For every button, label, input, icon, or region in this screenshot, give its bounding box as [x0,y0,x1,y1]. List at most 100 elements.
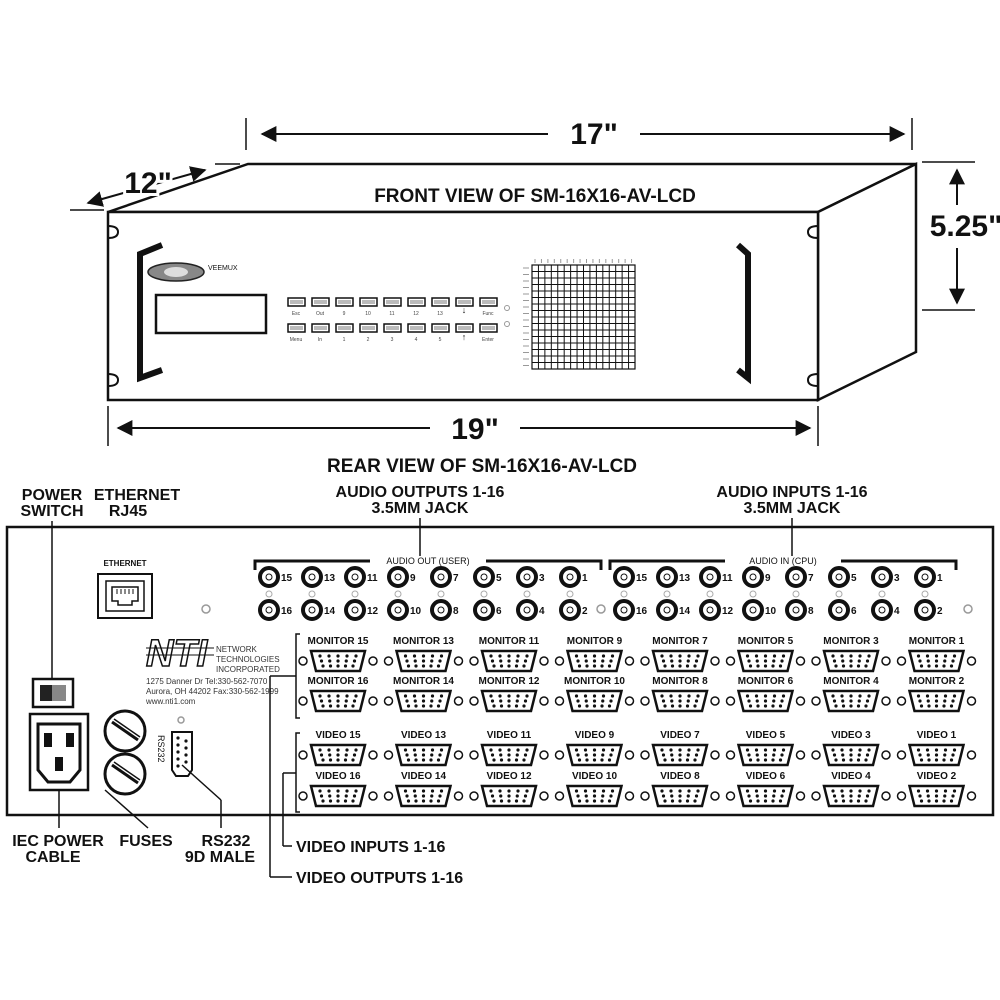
vga-connector[interactable] [640,743,720,767]
audio-jack-port[interactable]: 7 [430,566,459,588]
vga-connector[interactable] [811,743,891,767]
audio-jack-port[interactable]: 13 [656,566,691,588]
front-panel-button[interactable]: 11 [383,297,402,317]
vga-connector[interactable] [725,743,806,767]
port-label: MONITOR 16 [308,676,369,687]
audio-jack-number: 12 [722,606,734,617]
front-panel-button[interactable]: ↓ [455,297,474,315]
front-panel-button[interactable]: 5 [431,323,450,343]
vga-connector[interactable] [725,649,806,673]
audio-jack-port[interactable]: 15 [613,566,648,588]
audio-jack-port[interactable]: 4 [516,599,545,621]
audio-jack-port[interactable]: 16 [258,599,293,621]
audio-jack-port[interactable]: 6 [828,599,857,621]
port-label: MONITOR 8 [652,676,708,687]
front-panel-button[interactable]: 10 [359,297,378,317]
audio-jack-number: 14 [679,606,691,617]
audio-jack-port[interactable]: 1 [559,566,588,588]
audio-jack-port[interactable]: 8 [430,599,459,621]
vga-connector[interactable] [896,743,977,767]
front-panel-button[interactable]: Enter [479,323,498,343]
iec-power-inlet[interactable] [28,712,90,792]
vga-connector[interactable] [811,649,891,673]
power-switch[interactable] [31,677,75,709]
front-panel-button[interactable]: Out [311,297,330,317]
vga-connector[interactable] [811,689,891,713]
button-label: 12 [413,311,419,317]
vga-connector[interactable] [554,743,635,767]
port-label: MONITOR 15 [308,636,369,647]
audio-jack-port[interactable]: 5 [828,566,857,588]
audio-jack-port[interactable]: 6 [473,599,502,621]
vga-connector[interactable] [554,784,635,808]
vga-connector[interactable] [554,649,635,673]
vga-connector[interactable] [383,743,464,767]
ethernet-port[interactable] [97,573,153,619]
vga-connector[interactable] [640,784,720,808]
rs232-port[interactable] [171,731,193,777]
audio-jack-port[interactable]: 5 [473,566,502,588]
audio-jack-port[interactable]: 14 [301,599,336,621]
vga-connector[interactable] [811,784,891,808]
front-panel-button[interactable]: 2 [359,323,378,343]
vga-connector[interactable] [896,689,977,713]
audio-jack-port[interactable]: 2 [559,599,588,621]
audio-jack-port[interactable]: 14 [656,599,691,621]
port-label: VIDEO 16 [315,771,360,782]
vga-connector[interactable] [298,743,378,767]
vga-connector[interactable] [896,784,977,808]
audio-jack-port[interactable]: 16 [613,599,648,621]
audio-jack-port[interactable]: 10 [387,599,422,621]
audio-jack-port[interactable]: 15 [258,566,293,588]
width-dimension: 17" [570,118,618,151]
fuse-holder-2[interactable] [103,752,147,796]
audio-jack-port[interactable]: 4 [871,599,900,621]
audio-jack-port[interactable]: 12 [699,599,734,621]
audio-jack-port[interactable]: 8 [785,599,814,621]
vga-connector[interactable] [383,784,464,808]
front-panel-button[interactable]: 9 [335,297,354,317]
front-panel-button[interactable]: 1 [335,323,354,343]
vga-connector[interactable] [896,649,977,673]
vga-connector[interactable] [725,784,806,808]
audio-jack-port[interactable]: 2 [914,599,943,621]
fuse-holder-1[interactable] [103,709,147,753]
audio-jack-port[interactable]: 3 [516,566,545,588]
audio-jack-port[interactable]: 3 [871,566,900,588]
audio-jack-port[interactable]: 9 [742,566,771,588]
audio-jack-port[interactable]: 7 [785,566,814,588]
front-panel-button[interactable]: 13 [431,297,450,317]
audio-jack-port[interactable]: 11 [344,566,378,588]
front-panel-button[interactable]: In [311,323,330,343]
vga-connector[interactable] [640,649,720,673]
audio-jack-number: 8 [453,606,459,617]
audio-jack-port[interactable]: 13 [301,566,336,588]
audio-jack-port[interactable]: 10 [742,599,777,621]
audio-jack-port[interactable]: 11 [699,566,733,588]
audio-jack-port[interactable]: 12 [344,599,379,621]
vga-connector[interactable] [469,689,549,713]
vga-connector[interactable] [469,784,549,808]
vga-connector[interactable] [469,649,549,673]
audio-jack-number: 13 [324,573,336,584]
vga-connector[interactable] [383,689,464,713]
audio-jack-port[interactable]: 1 [914,566,943,588]
front-panel-button[interactable]: 12 [407,297,426,317]
front-panel-button[interactable]: 3 [383,323,402,343]
vga-connector[interactable] [725,689,806,713]
port-label: MONITOR 5 [738,636,794,647]
front-panel-button[interactable]: ↑ [455,323,474,342]
front-panel-button[interactable]: Menu [287,323,306,343]
vga-connector[interactable] [640,689,720,713]
vga-connector[interactable] [383,649,464,673]
vga-connector[interactable] [298,689,378,713]
vga-connector[interactable] [298,649,378,673]
front-panel-button[interactable]: 4 [407,323,426,343]
vga-connector[interactable] [469,743,549,767]
front-panel-button[interactable]: Esc [287,297,306,317]
audio-jack-port[interactable]: 9 [387,566,416,588]
vga-connector[interactable] [554,689,635,713]
vga-connector[interactable] [298,784,378,808]
front-panel-button[interactable]: Func [479,297,498,317]
